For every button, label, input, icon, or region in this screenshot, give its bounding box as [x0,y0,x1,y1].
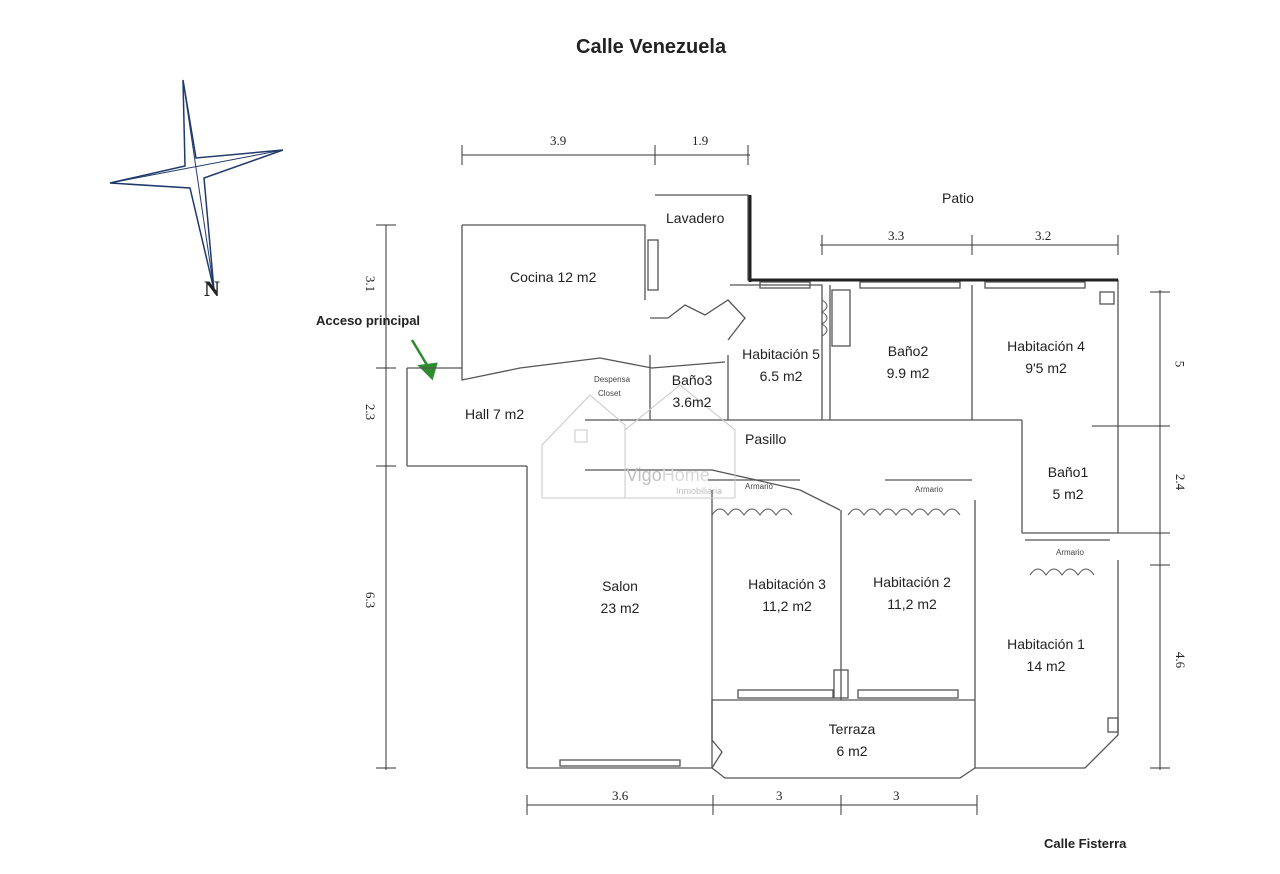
room-hab1-area: 14 m2 [1026,658,1066,674]
room-hab1: Habitación 1 14 m2 [996,633,1096,677]
dimension-patio-1: 3.3 [888,228,905,243]
room-bano2-name: Baño2 [887,343,929,359]
watermark-subtitle: Inmobiliaria [676,486,723,496]
street-name-bottom: Calle Fisterra [1044,836,1127,851]
watermark-brand-a: Vigo [626,465,662,485]
label-closet: Closet [598,389,621,398]
room-salon-name: Salon [602,578,638,594]
room-hab4-name: Habitación 4 [1007,338,1085,354]
room-bano1: Baño1 5 m2 [1036,461,1100,505]
watermark-logo-icon [541,384,736,499]
room-salon: Salon 23 m2 [590,575,650,619]
room-terraza-area: 6 m2 [836,743,868,759]
room-hab2: Habitación 2 11,2 m2 [862,571,962,615]
room-bano3: Baño3 3.6m2 [664,369,720,413]
room-hab2-area: 11,2 m2 [887,596,937,612]
room-hab1-name: Habitación 1 [1007,636,1085,652]
walls [406,194,1119,779]
closet-squiggles [711,299,1095,576]
dimension-patio-2: 3.2 [1035,228,1052,243]
compass-icon [109,79,284,291]
dimension-left-1: 3.1 [363,275,379,293]
room-hab4: Habitación 4 9'5 m2 [996,335,1096,379]
room-cocina: Cocina 12 m2 [510,269,597,285]
label-despensa: Despensa [594,375,631,384]
dimension-right-1: 5 [1172,360,1188,368]
room-hall: Hall 7 m2 [465,406,525,422]
room-bano3-name: Baño3 [671,372,713,388]
room-hab3: Habitación 3 11,2 m2 [737,573,837,617]
dimension-top-2: 1.9 [692,133,709,148]
room-hab2-name: Habitación 2 [873,574,951,590]
dimension-bottom-3: 3 [893,788,900,803]
room-salon-area: 23 m2 [600,600,640,616]
dimension-right-3: 4.6 [1173,651,1189,669]
room-bano2-area: 9.9 m2 [886,365,930,381]
room-hab3-area: 11,2 m2 [762,598,812,614]
watermark-brand-b: Home [661,465,710,485]
room-bano1-area: 5 m2 [1052,486,1084,502]
room-bano2: Baño2 9.9 m2 [872,340,944,384]
watermark-brand: VigoHome [626,465,710,486]
entrance-arrow-icon [410,339,438,381]
room-bano3-area: 3.6m2 [672,394,712,410]
room-hab4-area: 9'5 m2 [1025,360,1067,376]
entrance-label: Acceso principal [316,313,421,328]
dimension-top-1: 3.9 [550,133,567,148]
dimension-right-2: 2.4 [1173,473,1189,491]
label-armario-hab1: Armario [1056,548,1085,557]
room-terraza: Terraza 6 m2 [812,718,892,762]
dimension-lines [376,145,1170,815]
hallway-label: Pasillo [745,431,787,447]
patio-label: Patio [942,190,974,206]
room-hab5: Habitación 5 6.5 m2 [731,343,831,387]
room-hab5-area: 6.5 m2 [759,368,803,384]
street-name-top: Calle Venezuela [576,36,727,58]
room-hab3-name: Habitación 3 [748,576,826,592]
room-lavadero: Lavadero [666,210,725,226]
room-bano1-name: Baño1 [1047,464,1089,480]
room-hab5-name: Habitación 5 [742,346,820,362]
dimension-left-2: 2.3 [363,403,379,421]
label-armario-hab3: Armario [745,482,774,491]
dimension-bottom-1: 3.6 [612,788,629,803]
dimension-left-3: 6.3 [363,591,379,609]
compass-north-label: N [204,276,220,301]
room-terraza-name: Terraza [828,721,876,737]
label-armario-hab2: Armario [915,485,944,494]
dimension-bottom-2: 3 [776,788,783,803]
